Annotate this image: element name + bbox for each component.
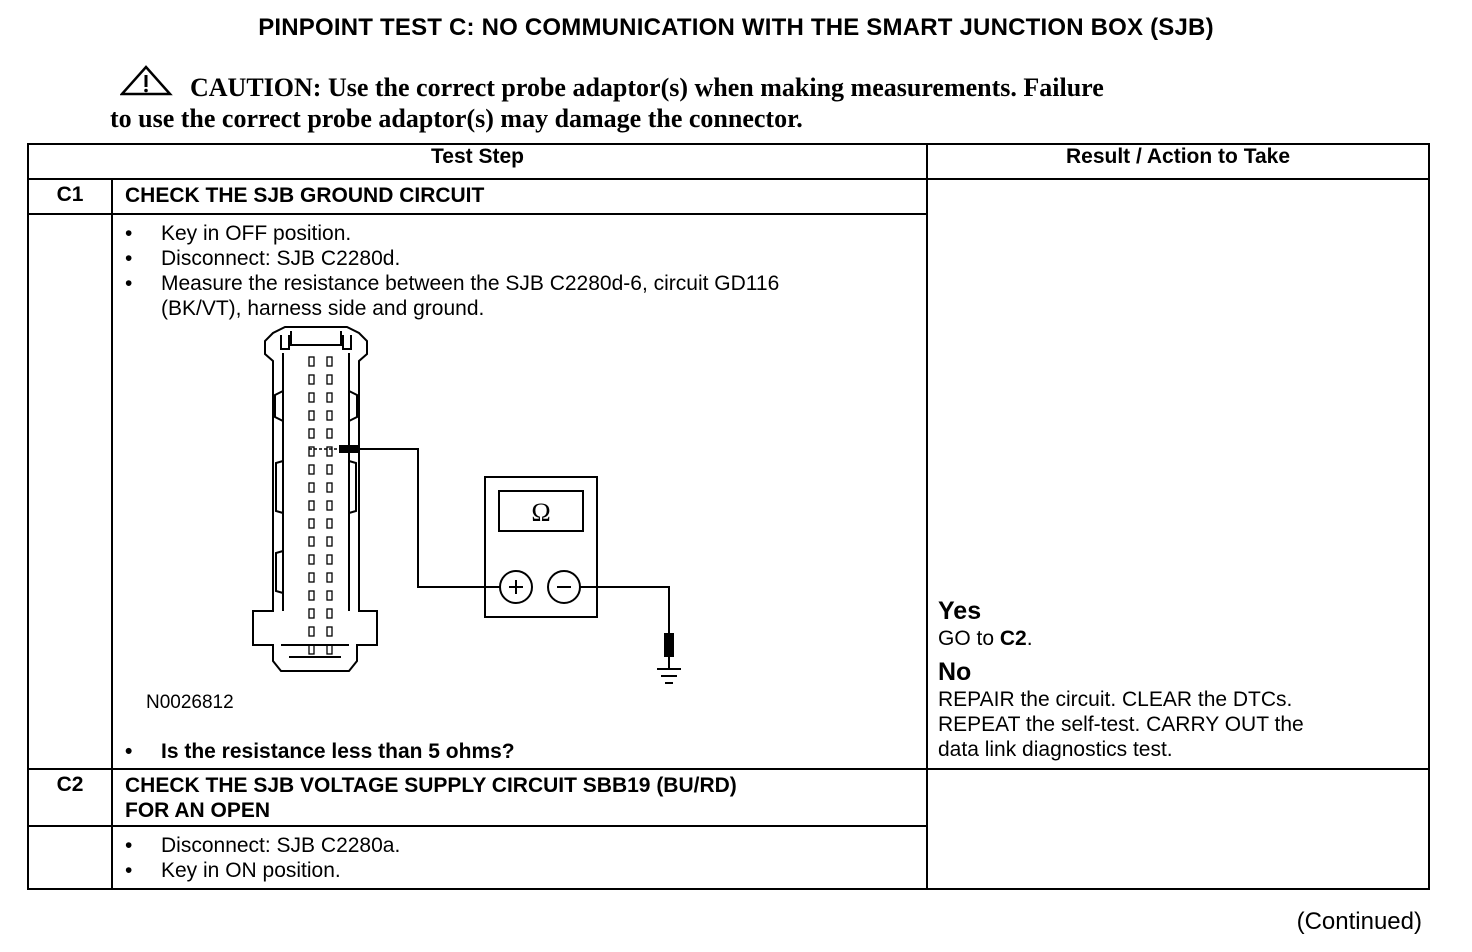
step-c1-question-list: Is the resistance less than 5 ohms? <box>113 739 926 768</box>
result-yes-action: GO to C2. <box>938 627 1033 650</box>
list-item: Disconnect: SJB C2280d. <box>125 246 926 271</box>
list-item: Key in OFF position. <box>125 221 926 246</box>
connector-pin <box>326 392 333 403</box>
connector-pin <box>308 356 315 367</box>
connector-pin <box>308 572 315 583</box>
step-id-c1: C1 <box>27 178 113 215</box>
step-c1-bullets: Key in OFF position. Disconnect: SJB C22… <box>113 215 926 321</box>
connector-pin <box>326 536 333 547</box>
connector-pin <box>308 626 315 637</box>
pinpoint-test-table: Test Step Result / Action to Take C1 CHE… <box>27 143 1430 890</box>
page-title: PINPOINT TEST C: NO COMMUNICATION WITH T… <box>258 14 1214 41</box>
step-c1-heading-row: C1 CHECK THE SJB GROUND CIRCUIT Yes GO t… <box>27 178 1430 770</box>
header-test-step: Test Step <box>27 143 928 180</box>
connector-pin <box>326 608 333 619</box>
result-no-label: No <box>938 658 972 686</box>
connector-pin <box>326 626 333 637</box>
step-c2-heading-line-2: FOR AN OPEN <box>125 799 271 822</box>
step-c1-body: Key in OFF position. Disconnect: SJB C22… <box>111 213 928 770</box>
connector-pin <box>308 446 315 457</box>
connector-pin <box>308 590 315 601</box>
table-header-row: Test Step Result / Action to Take <box>27 143 1430 180</box>
ohmmeter-measurement-diagram: Ω N0026812 <box>146 326 681 713</box>
connector-pin <box>326 356 333 367</box>
list-item: Measure the resistance between the SJB C… <box>125 271 926 321</box>
probe-tip <box>339 445 359 453</box>
connector-pin <box>326 482 333 493</box>
warning-triangle-icon <box>120 65 173 96</box>
connector-pin <box>308 518 315 529</box>
connector-pin <box>308 536 315 547</box>
list-item: Disconnect: SJB C2280a. <box>125 833 926 858</box>
step-c2-id-spacer <box>27 825 113 890</box>
caution-label: CAUTION: <box>190 73 322 102</box>
header-result-action: Result / Action to Take <box>926 143 1430 180</box>
connector-pin <box>308 554 315 565</box>
connector-pin <box>326 500 333 511</box>
connector-pin <box>326 374 333 385</box>
figure-id: N0026812 <box>146 692 234 713</box>
connector-pin <box>308 428 315 439</box>
connector-pin <box>308 410 315 421</box>
connector-pin <box>326 572 333 583</box>
step-c1-id-spacer <box>27 213 113 770</box>
list-item: Key in ON position. <box>125 858 926 883</box>
result-yes-text: GO to <box>938 627 995 650</box>
connector-pin <box>326 518 333 529</box>
step-c1-question: Is the resistance less than 5 ohms? <box>125 739 926 764</box>
step-c2-heading: CHECK THE SJB VOLTAGE SUPPLY CIRCUIT SBB… <box>111 768 928 827</box>
connector-pin <box>308 482 315 493</box>
connector-pin <box>308 644 315 655</box>
connector-pin <box>326 446 333 457</box>
result-no-line-3: data link diagnostics test. <box>938 738 1173 761</box>
caution-line-1: Use the correct probe adaptor(s) when ma… <box>327 73 1104 102</box>
connector-diagram: Ω N0026812 <box>113 321 926 739</box>
step-c2-bullets: Disconnect: SJB C2280a. Key in ON positi… <box>113 827 926 888</box>
caution-note: CAUTION: Use the correct probe adaptor(s… <box>110 72 1310 134</box>
step-c2-body: Disconnect: SJB C2280a. Key in ON positi… <box>111 825 928 890</box>
step-c2-heading-line-1: CHECK THE SJB VOLTAGE SUPPLY CIRCUIT SBB… <box>125 774 737 797</box>
step-c2-result <box>926 768 1430 890</box>
connector-pin <box>308 608 315 619</box>
result-yes-label: Yes <box>938 597 982 625</box>
step-c2-body-row: Disconnect: SJB C2280a. Key in ON positi… <box>27 825 1429 890</box>
continued-note: (Continued) <box>1296 908 1422 935</box>
plus-terminal-icon <box>509 580 523 594</box>
ground-probe <box>664 633 674 657</box>
connector-pin <box>326 554 333 565</box>
caution-line-2: to use the correct probe adaptor(s) may … <box>110 104 803 133</box>
result-no-line-1: REPAIR the circuit. CLEAR the DTCs. <box>938 688 1293 711</box>
connector-pin <box>326 410 333 421</box>
step-c1-body-row: Key in OFF position. Disconnect: SJB C22… <box>27 213 1429 770</box>
step-c1-result: Yes GO to C2. No REPAIR the circuit. CLE… <box>926 178 1430 770</box>
step-id-c2: C2 <box>27 768 113 827</box>
step-c1-heading: CHECK THE SJB GROUND CIRCUIT <box>111 178 928 215</box>
connector-pin <box>308 392 315 403</box>
ohm-symbol: Ω <box>531 498 550 527</box>
result-no-line-2: REPEAT the self-test. CARRY OUT the <box>938 713 1304 736</box>
step-c2-heading-row: C2 CHECK THE SJB VOLTAGE SUPPLY CIRCUIT … <box>27 768 1430 890</box>
connector-pin <box>308 374 315 385</box>
step-c1-result-block: Yes GO to C2. No REPAIR the circuit. CLE… <box>938 596 1304 762</box>
connector-pin <box>326 644 333 655</box>
result-yes-target: C2 <box>999 627 1027 650</box>
connector-pin <box>308 500 315 511</box>
connector-pin <box>326 428 333 439</box>
connector-pin <box>326 464 333 475</box>
connector-pin <box>326 590 333 601</box>
connector-pin <box>308 464 315 475</box>
